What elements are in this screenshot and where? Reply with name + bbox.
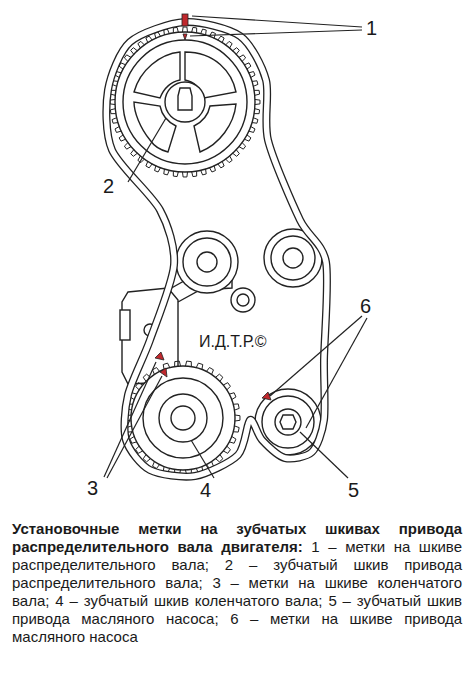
tooth [192,27,197,33]
belt-outline [106,22,327,477]
tooth [136,383,143,390]
callout-number: 3 [87,478,98,498]
tooth [249,72,255,78]
tooth [252,118,258,124]
tooth [229,436,236,443]
tooth [223,383,230,390]
tooth [185,361,191,367]
tooth [173,171,178,177]
timing-belt [106,22,327,477]
tooth [131,150,138,157]
tooth [239,55,246,62]
tooth [110,109,116,114]
callout-number: 6 [360,296,371,316]
tooth [254,90,260,95]
tooth [226,41,233,48]
tooth [124,143,131,150]
tooth [233,404,239,410]
figure-caption: Установочные метки на зубчатых шкивах пр… [12,520,462,646]
timing-belt-illustration [0,0,475,520]
tooth [192,171,197,177]
tooth [218,161,224,168]
tooth [146,161,152,168]
tooth [233,426,239,432]
tooth [233,150,240,157]
tooth [146,36,152,43]
tooth [254,109,260,114]
tooth [124,55,131,62]
tooth [244,135,251,141]
tooth [138,41,145,48]
tooth [115,126,121,132]
tooth [155,166,161,172]
tooth [252,81,258,87]
space [303,538,312,555]
tooth [239,143,246,150]
tooth [249,126,255,132]
timing-marks [155,14,271,400]
callout-number: 5 [348,480,359,500]
tooth [206,368,213,375]
leader-lines [104,16,367,478]
tooth [201,169,207,175]
tooth [255,99,260,104]
tooth [223,446,230,453]
tooth [218,36,224,43]
watermark: И.Д.Т.Р.© [198,334,268,350]
tooth [182,27,187,32]
tooth [182,172,187,177]
tooth [209,166,215,172]
tooth [226,156,233,163]
tooth [112,118,118,124]
tooth [201,29,207,35]
tooth [229,393,236,400]
pulley-teeth [110,27,260,475]
belt-inner [106,22,327,477]
tooth [196,363,203,369]
callout-number: 4 [200,480,211,500]
engine-drawing [115,32,322,470]
tooth [175,361,181,367]
tooth [173,27,178,33]
callout-number: 1 [366,18,377,38]
tooth [233,48,240,55]
tooth [131,48,138,55]
tooth [235,415,240,421]
tooth [163,363,170,369]
tooth [216,455,223,462]
tooth [119,135,126,141]
tooth [164,169,170,175]
tooth [244,63,251,69]
callout-number: 2 [103,176,114,196]
tooth [216,374,223,381]
